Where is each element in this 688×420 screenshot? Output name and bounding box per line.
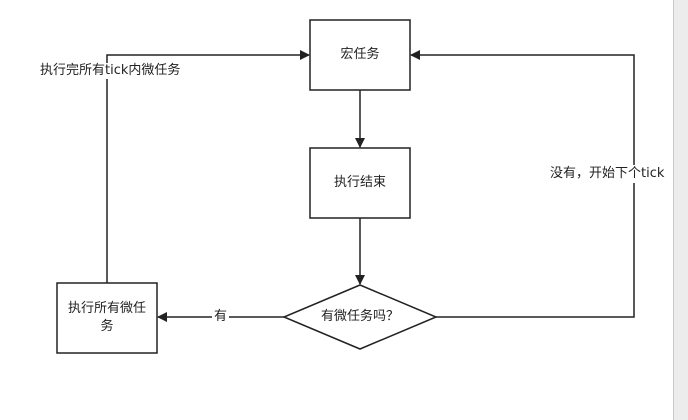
edge-label-yes: 有 bbox=[212, 309, 230, 325]
run-all-micro-box bbox=[56, 282, 158, 354]
arrow-decision-to-macro bbox=[410, 50, 635, 318]
scrollbar-track[interactable] bbox=[674, 0, 688, 420]
execute-end-label: 执行结束 bbox=[333, 175, 386, 190]
has-micro-question-label: 有微任务吗？ bbox=[320, 309, 399, 324]
macro-task-box bbox=[309, 19, 411, 91]
macro-task-label: 宏任务 bbox=[340, 47, 380, 62]
execute-end-box bbox=[309, 147, 411, 219]
page-edge-rule bbox=[673, 0, 674, 420]
edge-label-no-next-tick: 没有，开始下个tick bbox=[548, 165, 667, 183]
has-micro-decision bbox=[282, 284, 438, 350]
run-all-micro-label: 执行所有微任务 bbox=[67, 301, 146, 334]
edge-label-after-all-micro: 执行完所有tick内微任务 bbox=[38, 63, 183, 79]
arrow-micro-to-macro bbox=[106, 50, 310, 283]
